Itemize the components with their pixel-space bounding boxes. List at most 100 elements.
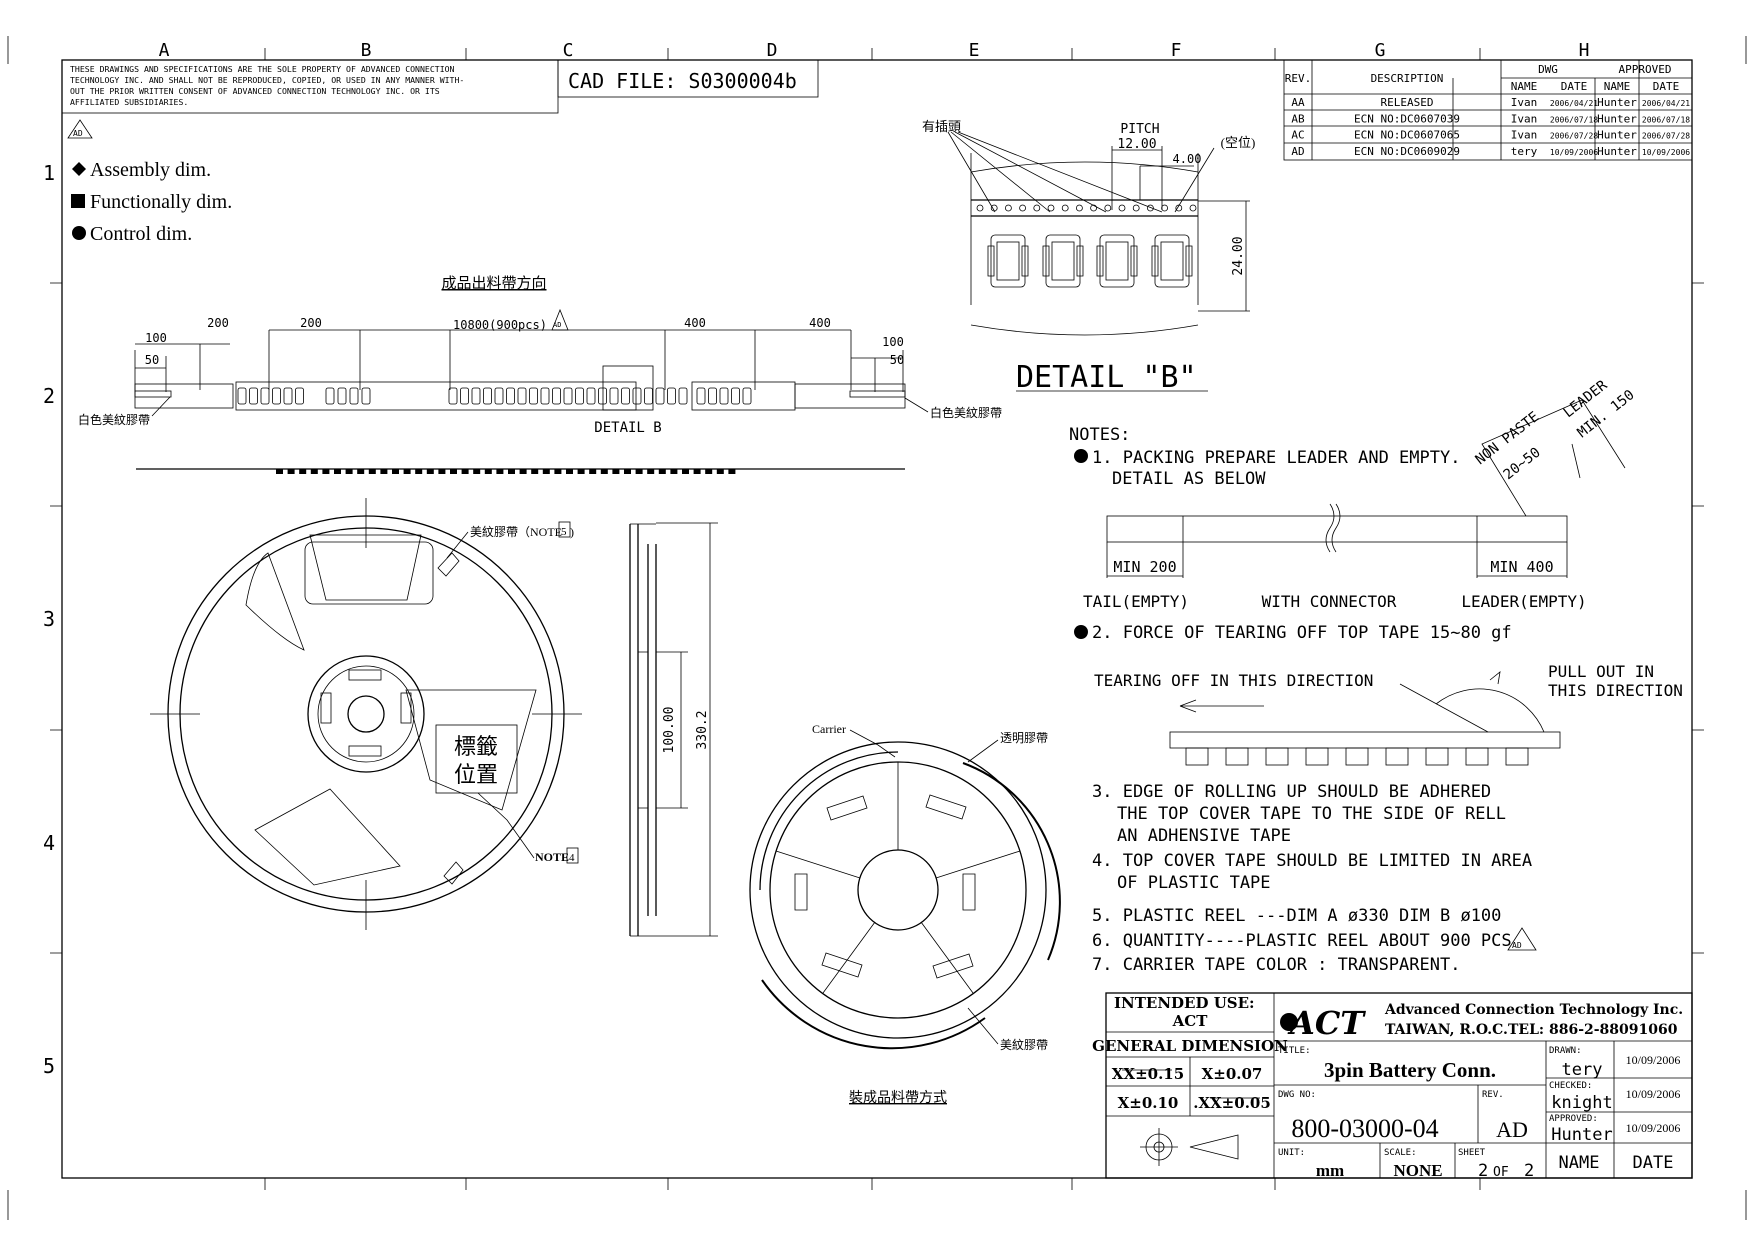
rev-cell-rev: AC [1291, 129, 1304, 142]
scale-value: NONE [1393, 1161, 1442, 1180]
drawing-frame [7, 36, 1747, 1220]
drawing-title: 3pin Battery Conn. [1324, 1058, 1496, 1082]
dim-4: 4.00 [1173, 152, 1202, 166]
note-7: 7. CARRIER TAPE COLOR : TRANSPARENT. [1092, 955, 1460, 975]
unit-value: mm [1316, 1161, 1344, 1180]
tape-pocket [1345, 747, 1369, 766]
rev-cell-dwg_date: 10/09/2006 [1550, 148, 1598, 157]
sprocket-hole [1104, 204, 1112, 212]
connector-pocket [552, 387, 561, 405]
tape-tooth [299, 469, 307, 474]
tape-tooth [519, 469, 527, 474]
connector-pocket [990, 234, 1026, 288]
clear-tape-label: 透明膠帶 [1000, 731, 1048, 745]
column-label: F [1171, 40, 1182, 61]
height-dim: 24.00 [1231, 236, 1246, 275]
note-1-cont: DETAIL AS BELOW [1112, 469, 1266, 489]
with-connector: WITH CONNECTOR [1262, 592, 1397, 611]
rev-cell-dwg_date: 2006/07/18 [1550, 115, 1598, 124]
reel-front-view: 標籤 位置 美紋膠帶（NOTE 5 ) NOTE 4 [150, 498, 582, 930]
connector-pocket [494, 387, 504, 405]
connector-pocket [609, 387, 619, 405]
sprocket-hole [976, 204, 984, 212]
tape-tooth [403, 469, 411, 474]
tape-tooth [508, 469, 515, 474]
connector-pocket [529, 387, 538, 405]
connector-pocket [337, 387, 347, 405]
name-header: NAME [1604, 80, 1631, 93]
tolerance: .XX±0.05 [1193, 1094, 1271, 1112]
date-header: DATE [1653, 80, 1680, 93]
tape-tooth [566, 469, 573, 474]
tape-tooth [322, 469, 330, 474]
min-400: MIN 400 [1490, 558, 1553, 576]
connector-pocket [1154, 234, 1190, 288]
tape-tooth [287, 469, 295, 474]
column-labels: A B C D E F G H [159, 40, 1590, 61]
tape-tooth [542, 469, 550, 474]
row-label: 1 [43, 161, 55, 185]
revision: AD [1496, 1117, 1528, 1142]
tape-tooth [670, 469, 678, 474]
rev-cell-app_name: Hunter [1597, 112, 1637, 125]
row-label: 3 [43, 607, 55, 631]
left-tape-label: 白色美紋膠帶 [78, 412, 150, 427]
rev-marker-text: AD [1512, 941, 1522, 950]
tail-empty: TAIL(EMPTY) [1083, 592, 1189, 611]
connector-pocket [272, 387, 281, 405]
pitch-value: 12.00 [1117, 137, 1156, 152]
leader-empty: LEADER(EMPTY) [1461, 592, 1586, 611]
rev-cell-rev: AA [1291, 96, 1305, 109]
approved-header: APPROVED [1619, 63, 1672, 76]
drawn-date: 10/09/2006 [1626, 1053, 1681, 1067]
masking-tape-label: 美紋膠帶 [1000, 1038, 1048, 1052]
legend-item: Control dim. [90, 223, 192, 245]
dim-text: 100 [882, 335, 904, 349]
tape-tooth [368, 469, 376, 474]
tape-pocket [1425, 747, 1449, 766]
connector-pocket [349, 387, 359, 405]
connector-pocket [448, 387, 458, 405]
connector-pocket [598, 387, 607, 405]
rev-cell-app_date: 2006/07/28 [1642, 132, 1690, 141]
connector-pocket [632, 387, 642, 405]
tape-tooth [310, 469, 318, 474]
scale-label: SCALE: [1384, 1148, 1417, 1158]
tolerance: X±0.10 [1118, 1094, 1179, 1112]
note-3: 3. EDGE OF ROLLING UP SHOULD BE ADHERED [1092, 782, 1491, 802]
tape-tooth [334, 469, 341, 474]
sprocket-hole [1147, 204, 1154, 212]
disclaimer-line: TECHNOLOGY INC. AND SHALL NOT BE REPRODU… [70, 75, 464, 85]
rev-cell-dwg_name: Ivan [1511, 96, 1538, 109]
connector-pocket [260, 387, 270, 405]
rev-header: REV. [1285, 72, 1312, 85]
projection-symbol-icon [1140, 1128, 1239, 1166]
diamond-icon [72, 162, 86, 176]
close-paren: ) [570, 525, 574, 539]
notes-heading: NOTES: [1069, 425, 1130, 445]
rev-cell-desc: ECN NO:DC0609029 [1354, 145, 1460, 158]
dim-100: 100.00 [662, 707, 677, 754]
connector-pocket [361, 387, 371, 405]
tape-tooth [612, 469, 620, 474]
row-label: 4 [43, 831, 55, 855]
tape-tooth [357, 469, 365, 474]
min-200: MIN 200 [1113, 558, 1176, 576]
sprocket-hole [1005, 204, 1012, 212]
connector-pocket [540, 387, 550, 405]
dim-text: 100 [145, 331, 167, 345]
title-label: TITLE: [1278, 1046, 1311, 1056]
tolerance: X±0.07 [1202, 1065, 1263, 1083]
connector-pocket [517, 387, 527, 405]
rev-cell-dwg_date: 2006/04/21 [1550, 99, 1598, 108]
tape-tooth [473, 469, 481, 474]
reel-wound-view: Carrier 透明膠帶 美紋膠帶 裝成品料帶方式 [749, 722, 1061, 1106]
tape-tooth [345, 469, 353, 474]
square-icon [71, 194, 85, 208]
tape-pocket [1185, 747, 1209, 766]
sheet-number: 2 [1478, 1161, 1488, 1181]
title-block: INTENDED USE: ACT GENERAL DIMENSION XX±0… [1092, 992, 1693, 1181]
connector-pocket [563, 387, 573, 405]
company-location: TAIWAN, R.O.C. [1385, 1022, 1508, 1038]
connector-pocket [667, 387, 676, 405]
